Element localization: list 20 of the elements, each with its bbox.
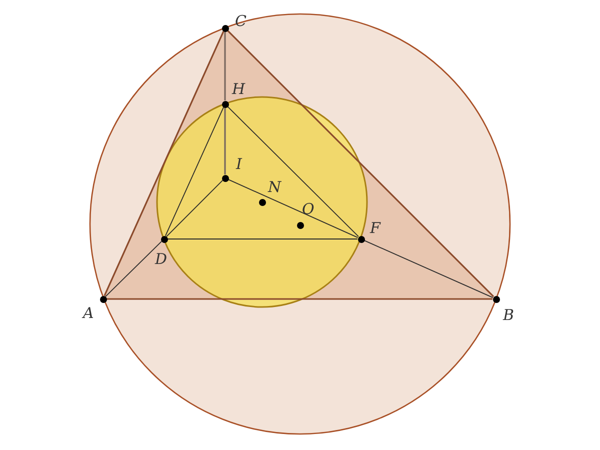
line-segment bbox=[165, 106, 224, 236]
point-label: O bbox=[302, 202, 314, 217]
point-label: F bbox=[370, 221, 380, 236]
line-segment bbox=[166, 180, 223, 237]
line-segment bbox=[364, 240, 494, 298]
point-label: I bbox=[236, 157, 242, 172]
point-label: N bbox=[268, 180, 282, 195]
point-label: A bbox=[83, 306, 94, 321]
line-segment bbox=[167, 238, 358, 240]
line-segment bbox=[226, 30, 494, 298]
line-segment bbox=[228, 178, 358, 238]
line-segment bbox=[105, 241, 162, 297]
line-segment bbox=[224, 108, 226, 174]
line-segment bbox=[104, 30, 224, 296]
point-label: H bbox=[232, 82, 246, 97]
point-label: B bbox=[503, 308, 514, 323]
line-segment bbox=[106, 298, 492, 300]
line-segment bbox=[227, 106, 359, 237]
point-label: D bbox=[155, 252, 168, 267]
line-segment bbox=[224, 32, 226, 100]
